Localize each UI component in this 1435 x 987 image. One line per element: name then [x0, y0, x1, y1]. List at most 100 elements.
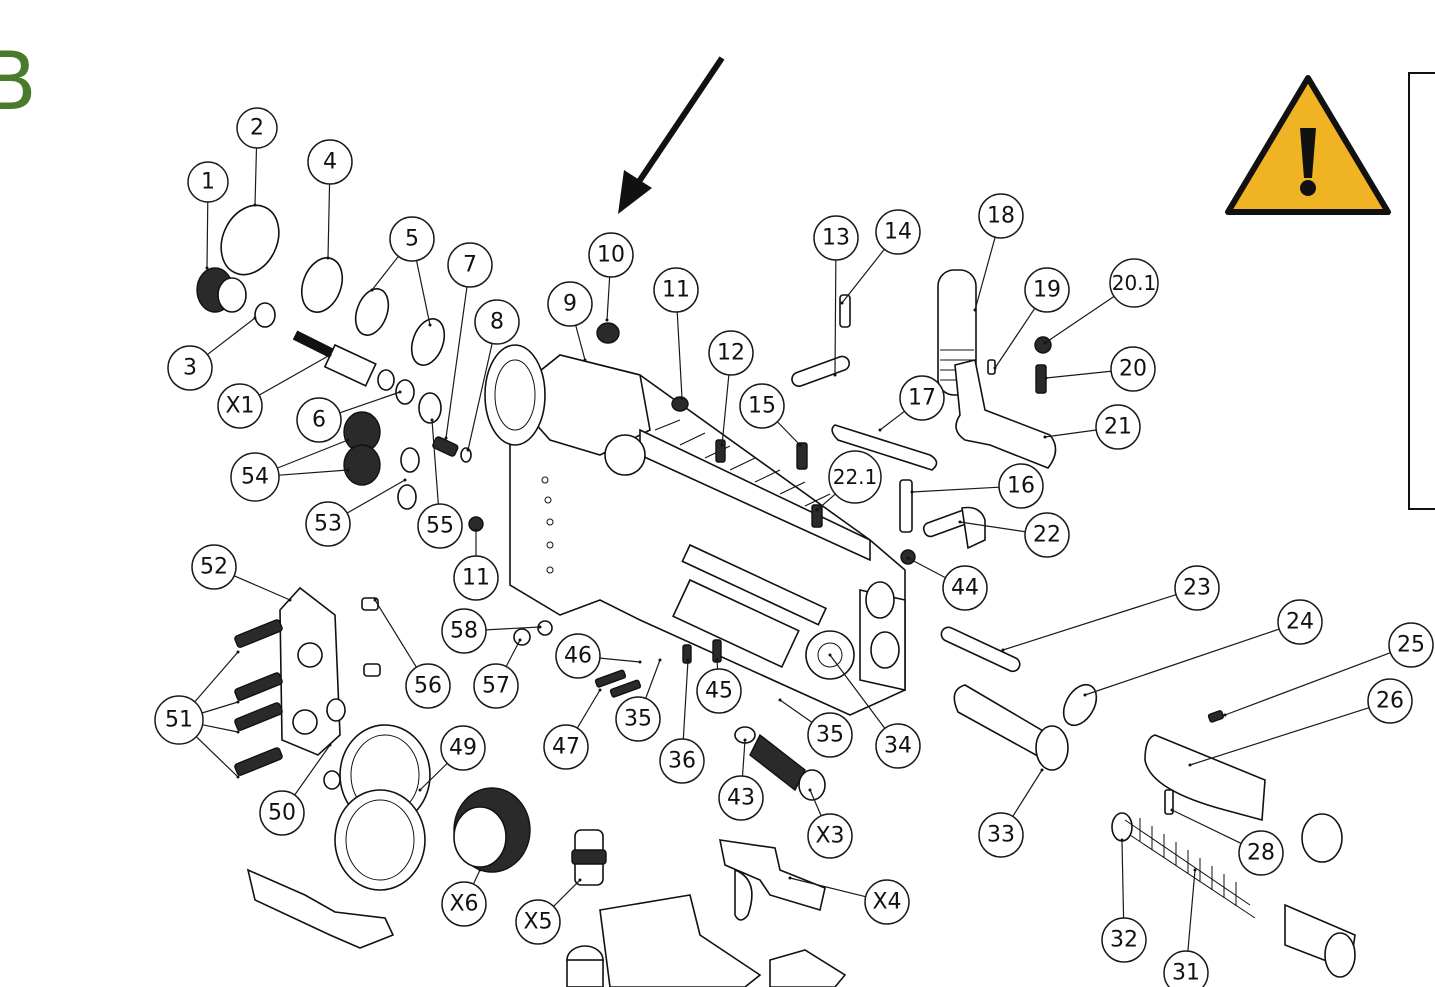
callout-label: 3: [183, 356, 197, 381]
leader-dot: [328, 353, 332, 357]
callout-circle: [807, 712, 853, 758]
callout-circle: [1163, 950, 1209, 987]
leader-line: [1224, 652, 1391, 716]
callout-label: 2: [250, 116, 264, 141]
callout-circle: [473, 663, 519, 709]
leader-line: [278, 469, 349, 476]
callout-circle: [474, 299, 520, 345]
leader-line: [445, 286, 468, 439]
section-letter: B: [0, 35, 37, 128]
callout-circle: [259, 790, 305, 836]
leader-dot: [906, 556, 910, 560]
callout-22-1: 22.1: [828, 450, 882, 504]
gun-bottom: [599, 894, 847, 987]
leader-line: [974, 237, 996, 311]
leader-dot: [403, 478, 407, 482]
callout-label: 13: [822, 226, 850, 251]
callout-label: 4: [323, 150, 337, 175]
callout-58: 58: [441, 608, 487, 654]
leader-dot: [1044, 376, 1048, 380]
callout-label: 5: [405, 227, 419, 252]
callout-circle: [453, 555, 499, 601]
leader-line: [682, 659, 689, 740]
leader-line: [776, 421, 801, 446]
callout-label: 32: [1110, 928, 1138, 953]
leader-dot: [326, 256, 330, 260]
leader-dot: [833, 373, 837, 377]
leader-dot: [538, 625, 542, 629]
leader-line: [1187, 869, 1196, 952]
callout-circle: [1024, 267, 1070, 313]
leader-dot: [236, 775, 240, 779]
callout-47: 47: [543, 724, 589, 770]
leader-dot: [973, 308, 977, 312]
pointer-arrow: [618, 56, 725, 214]
callout-circle: [1024, 512, 1070, 558]
callout-35: 35: [615, 696, 661, 742]
callout-circle: [899, 375, 945, 421]
callout-circle: [217, 383, 263, 429]
callout-4: 4: [307, 139, 353, 185]
callout-circle: [696, 668, 742, 714]
valve-x1: [292, 330, 395, 391]
leader-line: [816, 493, 836, 511]
callout-label: 20.1: [1112, 271, 1157, 295]
leader-line: [721, 374, 730, 446]
leader-line: [1044, 295, 1115, 344]
mount-52: [279, 586, 341, 756]
leader-line: [1044, 429, 1097, 438]
o-ring-6: [395, 379, 415, 405]
callout-label: 46: [564, 644, 592, 669]
leader-line: [576, 689, 601, 729]
leader-line: [277, 439, 349, 469]
leader-line: [485, 626, 541, 631]
leader-line: [809, 789, 822, 817]
cylinder-33: [953, 684, 1069, 771]
callout-label: X4: [872, 890, 901, 915]
leader-line: [645, 659, 661, 699]
callout-circle: [1101, 917, 1147, 963]
callout-7: 7: [447, 242, 493, 288]
callout-label: X6: [449, 892, 478, 917]
leader-line: [233, 575, 291, 601]
callout-circle: [307, 139, 353, 185]
callout-label: 43: [727, 786, 755, 811]
o-ring-50a: [326, 698, 346, 722]
callout-32: 32: [1101, 917, 1147, 963]
callout-22: 22: [1024, 512, 1070, 558]
callout-55: 55: [417, 503, 463, 549]
callout-circle: [1277, 599, 1323, 645]
callout-label: 53: [314, 512, 342, 537]
screw-25: [1207, 710, 1225, 723]
leader-dot: [398, 390, 402, 394]
leader-dot: [478, 868, 482, 872]
pin-23: [940, 626, 1021, 673]
leader-dot: [444, 436, 448, 440]
leader-dot: [578, 878, 582, 882]
leader-line: [907, 557, 946, 579]
callout-14: 14: [875, 209, 921, 255]
callout-label: 12: [717, 341, 745, 366]
screw-57: [513, 628, 531, 646]
callout-label: 22.1: [833, 465, 878, 489]
leader-dot: [1170, 808, 1174, 812]
screw-7: [432, 436, 459, 457]
callout-label: X5: [523, 910, 552, 935]
callout-16: 16: [998, 463, 1044, 509]
rail-ribs: [654, 419, 831, 507]
leader-dot: [1043, 341, 1047, 345]
callout-circle: [864, 879, 910, 925]
plugs-54: [343, 411, 381, 486]
hose-x3: [734, 726, 826, 801]
leader-dot: [430, 418, 434, 422]
leader-line: [994, 307, 1036, 369]
callout-label: 56: [414, 674, 442, 699]
callout-label: 22: [1033, 523, 1061, 548]
leader-line: [415, 260, 431, 326]
o-ring-53a: [400, 447, 420, 473]
callout-circle: [447, 242, 493, 288]
callout-57: 57: [473, 663, 519, 709]
leader-dot: [328, 743, 332, 747]
